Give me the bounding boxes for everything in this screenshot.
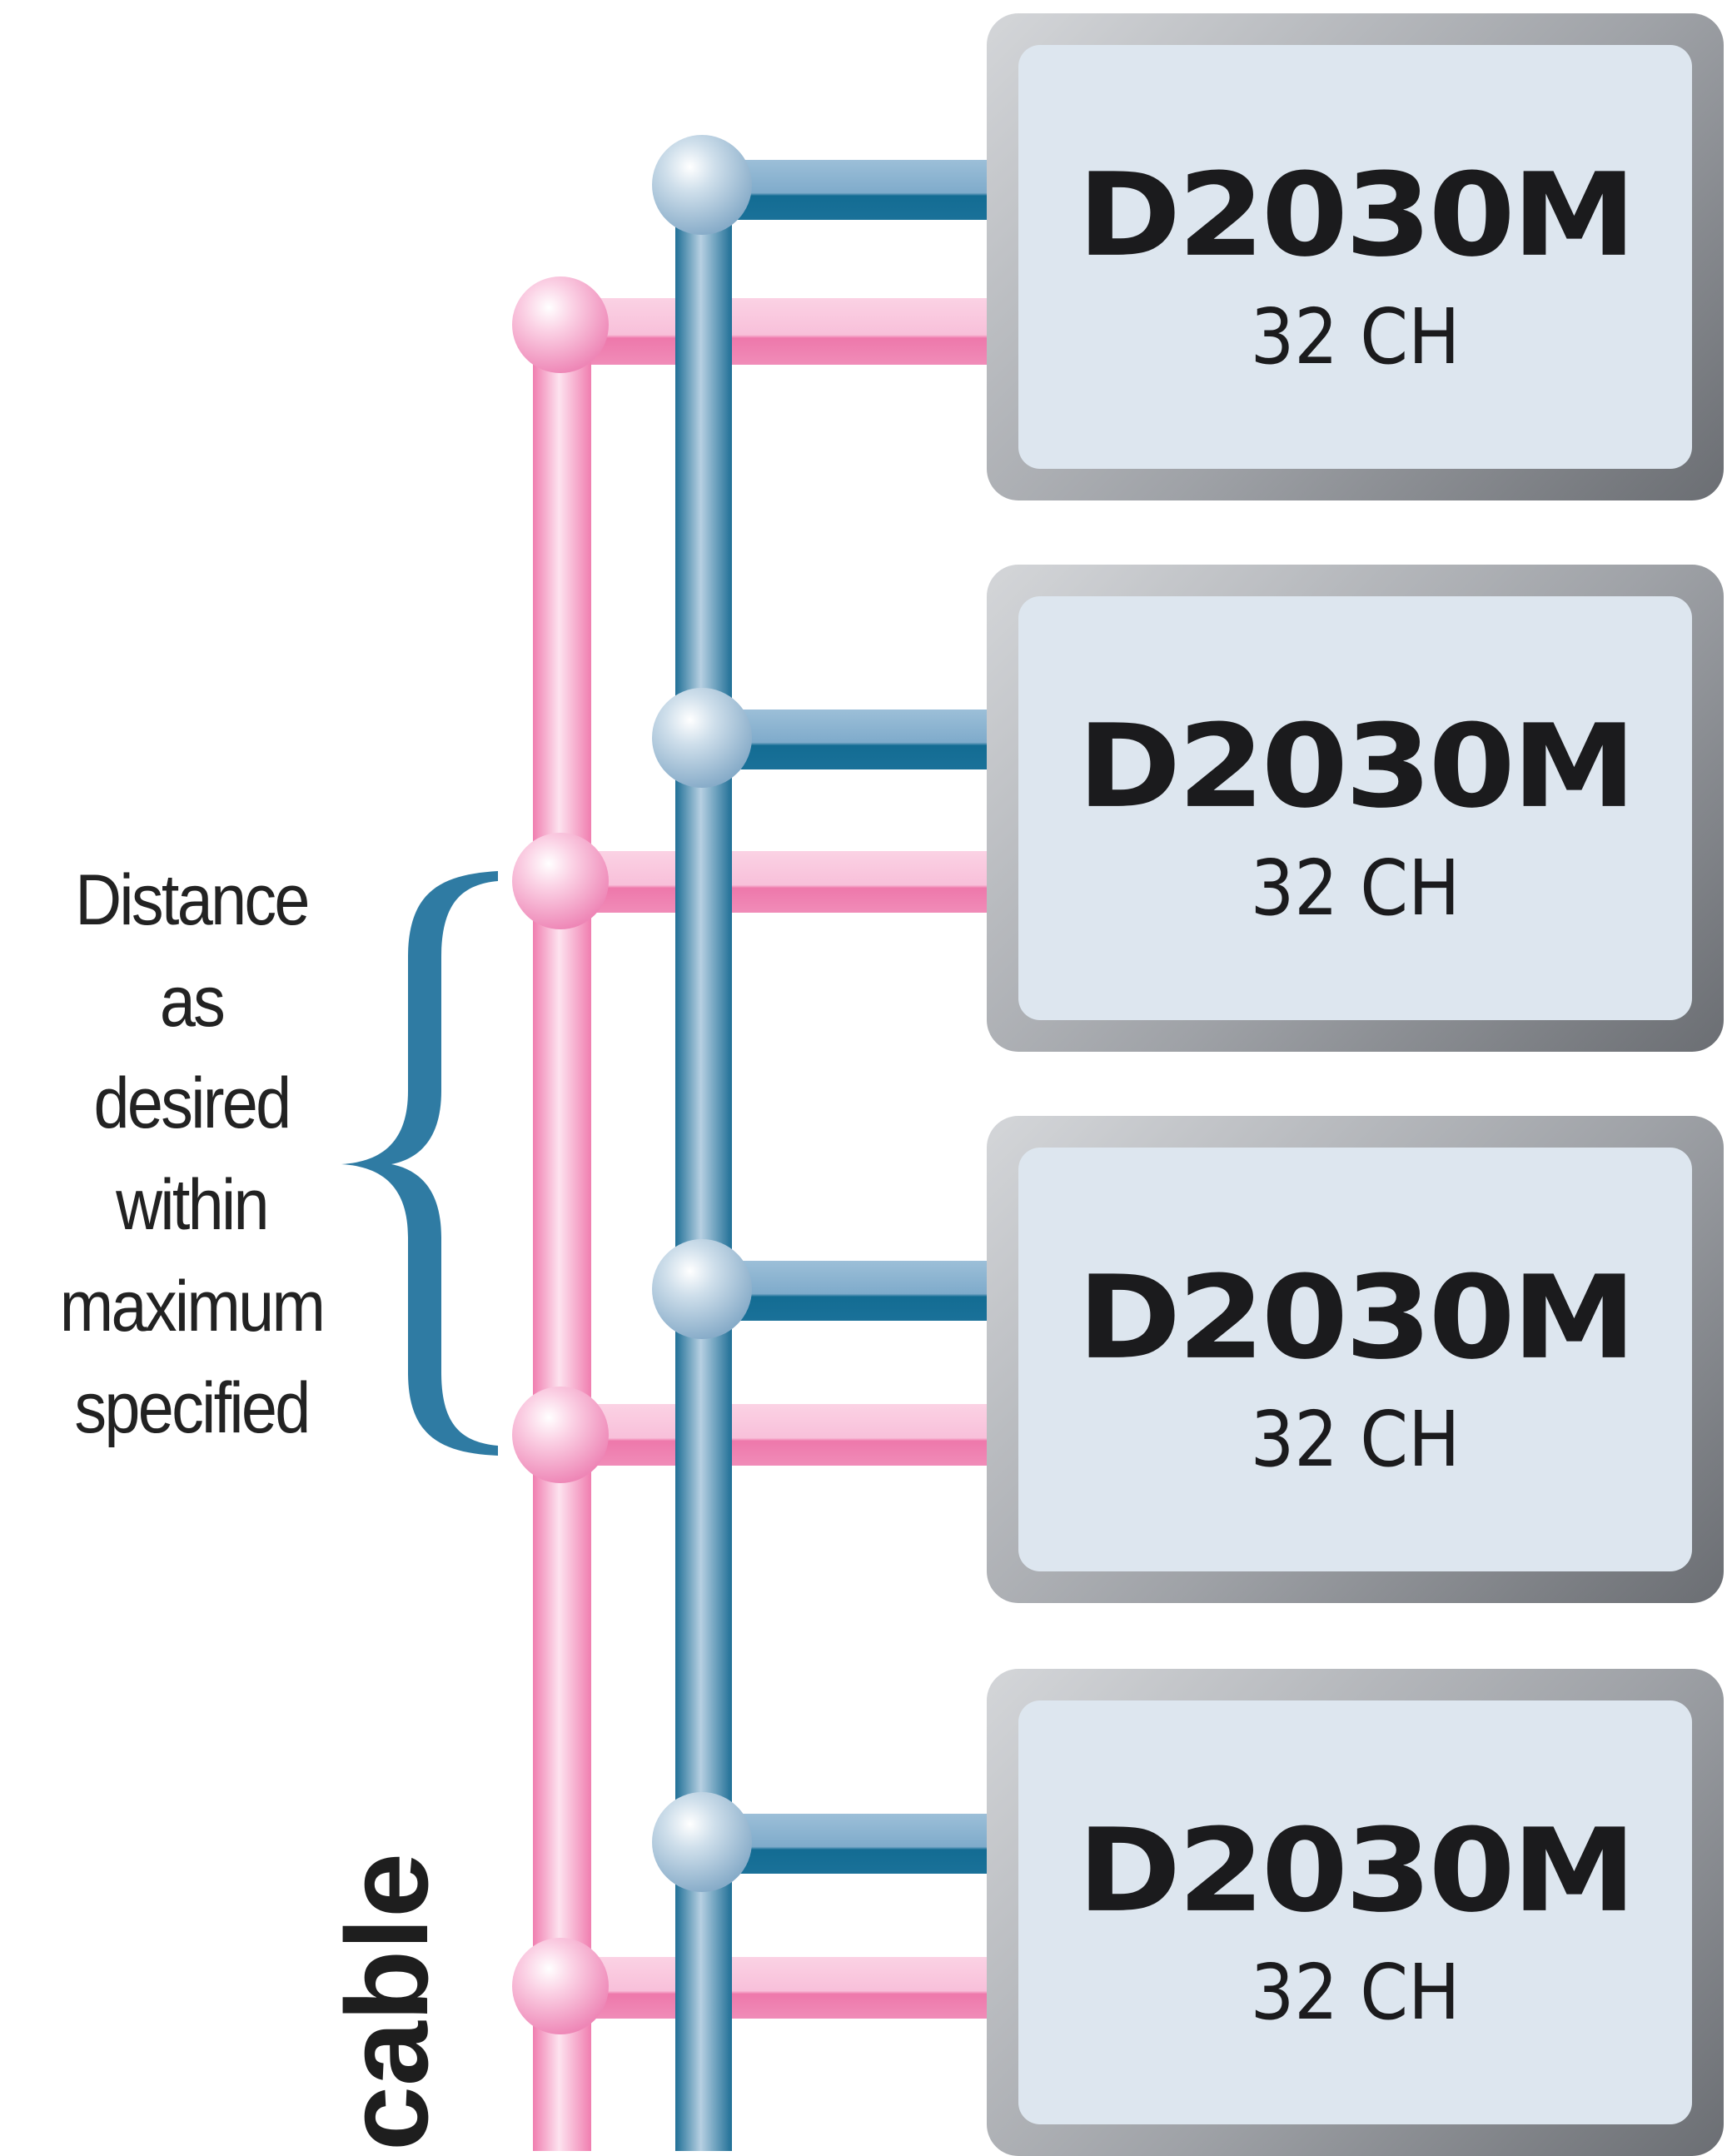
blue-junctions [652,135,752,1892]
module-channels: 32 CH [1250,1948,1461,2037]
pink-drop-4 [562,1957,987,2019]
blue-junction-4 [652,1792,752,1892]
module-face: D2030M 32 CH [1018,45,1692,469]
pink-junctions [512,276,609,2034]
pink-drop-2 [562,851,987,913]
module-3: D2030M 32 CH [987,1116,1724,1603]
module-name: D2030M [1077,148,1636,283]
distance-bracket [341,871,498,1456]
blue-junction-1 [652,135,752,235]
distance-annotation: Distance as desired within maximum speci… [19,849,364,1459]
module-face: D2030M 32 CH [1018,1700,1692,2124]
distance-line-5: maximum [59,1267,326,1347]
module-face: D2030M 32 CH [1018,596,1692,1020]
pink-drop-cables [562,298,987,2019]
module-2: D2030M 32 CH [987,565,1724,1052]
module-face: D2030M 32 CH [1018,1148,1692,1571]
pink-junction-1 [512,276,609,373]
cable-label: cable [321,1853,452,2151]
module-channels: 32 CH [1250,1395,1461,1484]
pink-bus-line [533,329,591,2151]
blue-junction-2 [652,688,752,788]
module-name: D2030M [1077,700,1636,834]
module-1: D2030M 32 CH [987,13,1724,500]
module-name: D2030M [1077,1804,1636,1939]
module-channels: 32 CH [1250,292,1461,381]
distance-line-4: within [116,1165,269,1245]
module-channels: 32 CH [1250,844,1461,933]
blue-drop-cables [704,160,987,1874]
distance-line-1: Distance [75,860,310,940]
pink-drop-1 [562,298,987,365]
pink-drop-3 [562,1404,987,1466]
distance-line-3: desired [93,1063,292,1143]
pink-junction-4 [512,1938,609,2034]
pink-junction-3 [512,1387,609,1483]
module-name: D2030M [1077,1251,1636,1386]
pink-junction-2 [512,833,609,929]
blue-junction-3 [652,1239,752,1339]
module-4: D2030M 32 CH [987,1669,1724,2156]
distance-line-6: specified [74,1368,311,1448]
distance-line-2: as [159,962,226,1042]
